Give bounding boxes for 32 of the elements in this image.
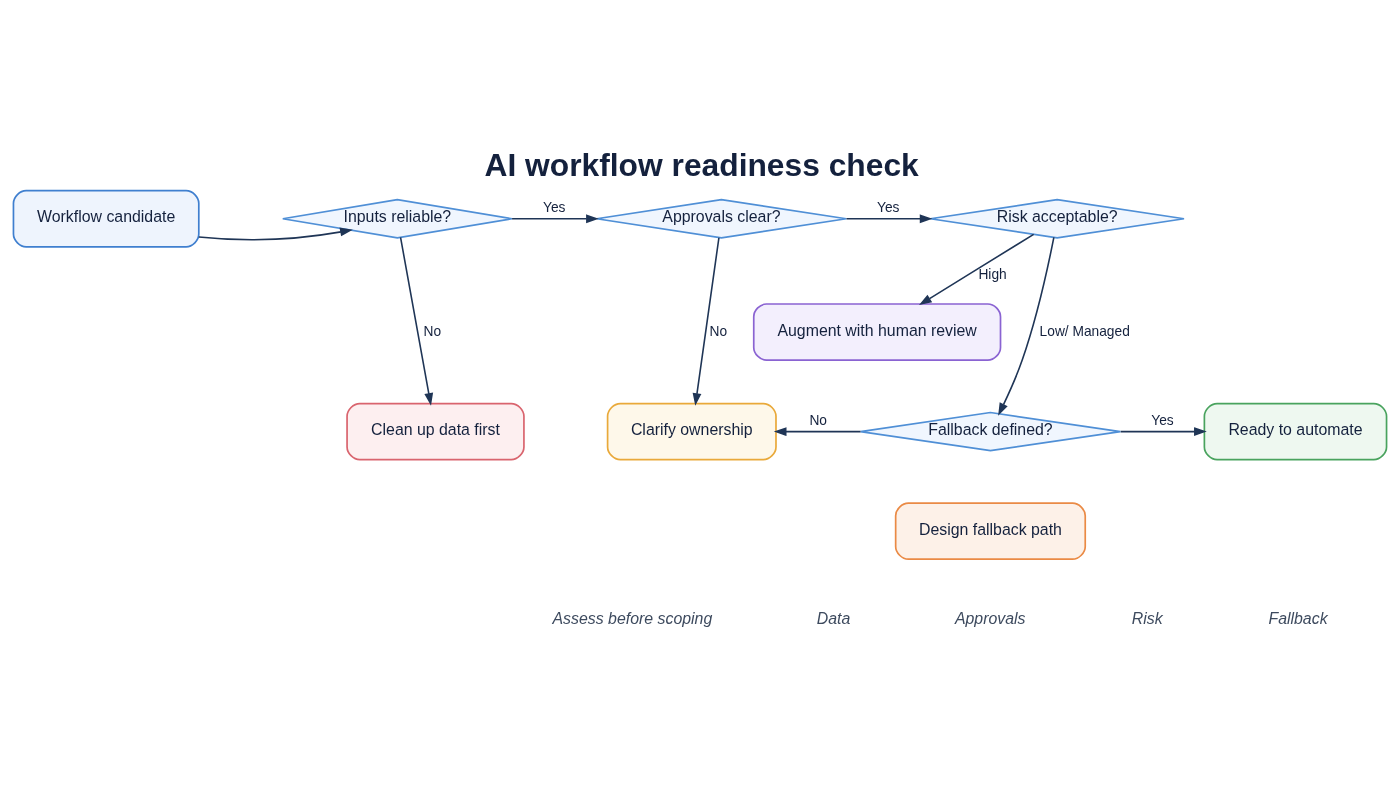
arrow: [998, 236, 1055, 416]
node-box: Design fallback path: [894, 501, 1087, 560]
arrow: [773, 426, 862, 436]
node-box: Clarify ownership: [606, 402, 777, 460]
node-diamond: Fallback defined?: [859, 411, 1122, 451]
edge-label: High: [978, 266, 1007, 282]
label: Fallback: [1268, 609, 1328, 627]
node-box: Workflow candidate: [12, 189, 200, 248]
arrow: [845, 213, 933, 223]
edge-label: Yes: [1151, 412, 1174, 428]
node-box: Clean up data first: [346, 402, 525, 460]
label: Assess before scoping: [552, 609, 713, 627]
node-diamond: Risk acceptable?: [929, 198, 1185, 239]
arrow: [198, 227, 353, 241]
node-box: Ready to automate: [1203, 402, 1388, 460]
edge-label: No: [423, 323, 442, 339]
edge-label: No: [809, 412, 827, 428]
arrow: [399, 236, 434, 406]
arrow: [919, 233, 1035, 305]
node-box: Augment with human review: [752, 302, 1002, 361]
edge-label: Yes: [877, 199, 900, 215]
edge-label: No: [709, 323, 728, 339]
node-diamond: Approvals clear?: [595, 198, 848, 239]
arrow: [511, 213, 599, 223]
label: Data: [816, 609, 851, 627]
arrow: [692, 236, 720, 406]
label: Approvals: [954, 609, 1026, 627]
diagram-title: AI workflow readiness check: [484, 146, 919, 183]
edge-label: Yes: [542, 199, 566, 215]
edge-label: Low/ Managed: [1039, 323, 1130, 339]
label: Risk: [1131, 609, 1163, 627]
arrow: [1119, 426, 1207, 436]
